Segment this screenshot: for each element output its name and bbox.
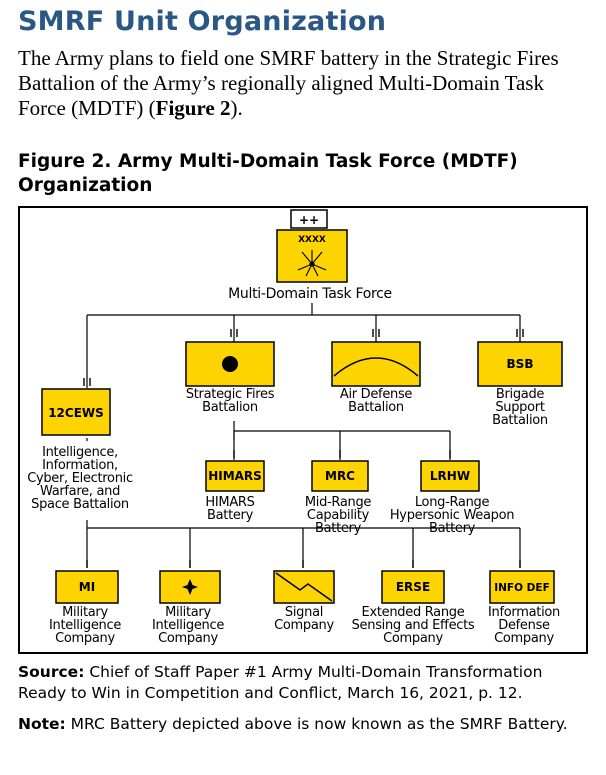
field-artillery-icon	[222, 356, 238, 372]
connector-lines	[86, 303, 521, 568]
unit-mi-symbol: MI	[79, 580, 95, 594]
source-text: Chief of Staff Paper #1 Army Multi-Domai…	[18, 663, 543, 702]
org-chart: ++ XXXX 12CEWS BSB HIMARS MRC LRHW MI	[18, 206, 588, 654]
erse-company-label: Extended Range Sensing and Effects Compa…	[351, 605, 475, 646]
echelon-ticks	[83, 329, 524, 568]
figure-note: Note: MRC Battery depicted above is now …	[18, 714, 593, 735]
mdtf-echelon-box	[290, 209, 328, 229]
unit-bsb-symbol: BSB	[507, 357, 534, 371]
unit-brigade-support-battalion[interactable]	[477, 341, 563, 387]
infodef-company-label: Information Defense Company	[488, 605, 560, 646]
unit-himars-battery[interactable]	[205, 460, 265, 492]
unit-erse-company[interactable]	[381, 570, 445, 604]
unit-mrc-symbol: MRC	[325, 469, 355, 483]
note-text: MRC Battery depicted above is now known …	[65, 715, 568, 733]
strategic-fires-battalion-label: Strategic Fires Battalion	[185, 387, 275, 415]
mdtf-size: XXXX	[298, 235, 326, 245]
lrhw-battery-label: Long-Range Hypersonic Weapon Battery	[389, 495, 515, 536]
unit-info-def-company[interactable]	[489, 570, 555, 604]
brigade-support-battalion-label: Brigade Support Battalion	[492, 387, 548, 428]
source-note: Source: Chief of Staff Paper #1 Army Mul…	[18, 662, 593, 704]
unit-erse-symbol: ERSE	[396, 580, 430, 594]
org-chart-graphics: ++ XXXX 12CEWS BSB HIMARS MRC LRHW MI	[41, 209, 563, 604]
unit-himars-symbol: HIMARS	[208, 469, 262, 483]
unit-lrhw-symbol: LRHW	[430, 469, 470, 483]
star-icon	[182, 579, 198, 595]
multi-domain-icon	[297, 250, 327, 277]
signal-lightning-icon	[275, 572, 333, 602]
unit-air-defense-battalion[interactable]	[331, 341, 421, 387]
figure-reference[interactable]: Figure 2	[155, 96, 231, 120]
mrc-battery-label: Mid-Range Capability Battery	[304, 495, 372, 536]
unit-infodef-symbol: INFO DEF	[494, 582, 550, 594]
intro-paragraph: The Army plans to field one SMRF battery…	[18, 46, 593, 121]
air-defense-battalion-label: Air Defense Battalion	[339, 387, 413, 415]
himars-battery-label: HIMARS Battery	[205, 495, 255, 523]
unit-lrhw-battery[interactable]	[420, 460, 480, 492]
unit-12cews[interactable]	[41, 388, 111, 436]
unit-mrc-battery[interactable]	[311, 460, 369, 492]
mi-company-2-label: Military Intelligence Company	[151, 605, 225, 646]
intro-text-end: ).	[230, 96, 243, 120]
signal-company-label: Signal Company	[274, 605, 334, 633]
note-label: Note:	[18, 715, 66, 733]
12cews-battalion-label: Intelligence, Information, Cyber, Electr…	[27, 445, 133, 512]
section-title: SMRF Unit Organization	[18, 6, 387, 37]
figure-title: Figure 2. Army Multi-Domain Task Force (…	[18, 151, 518, 196]
air-defense-icon	[333, 357, 419, 377]
unit-12cews-symbol: 12CEWS	[48, 406, 104, 420]
intro-text: The Army plans to field one SMRF battery…	[18, 46, 559, 120]
mdtf-label: Multi-Domain Task Force	[228, 286, 392, 302]
unit-mi-company-1[interactable]	[55, 570, 119, 604]
mi-company-1-label: Military Intelligence Company	[48, 605, 122, 646]
source-label: Source:	[18, 663, 85, 681]
mdtf-echelon: ++	[299, 213, 319, 227]
